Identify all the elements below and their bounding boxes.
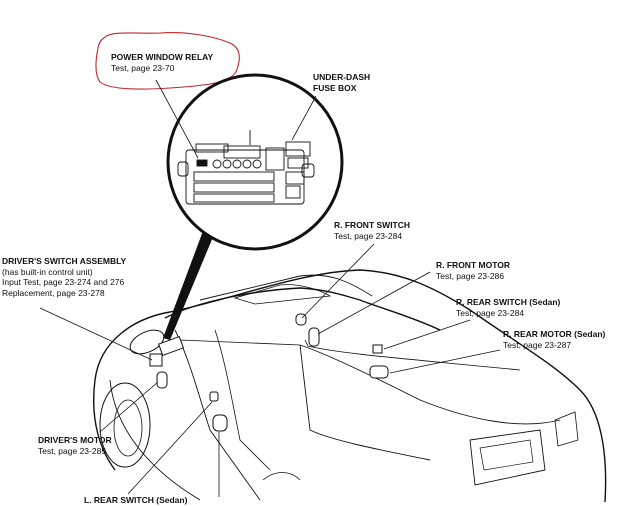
- drivers-motor-test-page: Test, page 23-285: [38, 445, 107, 456]
- r-front-motor-title: R. FRONT MOTOR: [436, 260, 510, 270]
- label-r-rear-switch: R. REAR SWITCH (Sedan) Test, page 23-284: [456, 297, 560, 318]
- label-l-rear-switch: L. REAR SWITCH (Sedan): [84, 495, 187, 506]
- fuse-box-illustration: [177, 130, 315, 205]
- drivers-switch-title: DRIVER'S SWITCH ASSEMBLY: [2, 256, 127, 266]
- label-drivers-switch-assembly: DRIVER'S SWITCH ASSEMBLY (has built-in c…: [2, 256, 126, 298]
- leader-lines: [39, 243, 501, 497]
- fuse-box-magnifier-circle: [166, 73, 344, 251]
- drivers-motor-title: DRIVER'S MOTOR: [38, 435, 112, 445]
- car-illustration: [93, 269, 607, 502]
- r-front-motor-test-page: Test, page 23-286: [436, 270, 505, 281]
- r-rear-switch-title: R. REAR SWITCH: [456, 297, 527, 307]
- fuse-box-title-line2: FUSE BOX: [313, 82, 357, 93]
- drivers-switch-replacement: Replacement, page 23-278: [2, 287, 105, 298]
- relay-highlight-circle: [95, 32, 240, 90]
- drivers-switch-note: (has built-in control unit): [2, 266, 93, 277]
- label-power-window-relay: POWER WINDOW RELAY Test, page 23-70: [111, 52, 213, 73]
- r-rear-switch-test-page: Test, page 23-284: [456, 307, 525, 318]
- magnifier-tail: [163, 231, 213, 340]
- l-rear-switch-suffix: (Sedan): [156, 495, 188, 505]
- label-under-dash-fuse-box: UNDER-DASH FUSE BOX: [313, 72, 370, 93]
- r-rear-motor-suffix: (Sedan): [574, 329, 606, 339]
- components: [149, 313, 389, 432]
- l-rear-switch-title: L. REAR SWITCH: [84, 495, 154, 505]
- drivers-switch-input-test: Input Test, page 23-274 and 276: [2, 277, 125, 287]
- relay-title: POWER WINDOW RELAY: [111, 52, 214, 62]
- r-rear-switch-suffix: (Sedan): [529, 297, 561, 307]
- label-r-front-motor: R. FRONT MOTOR Test, page 23-286: [436, 260, 510, 281]
- relay-test-page: Test, page 23-70: [111, 62, 175, 73]
- label-r-rear-motor: R. REAR MOTOR (Sedan) Test, page 23-287: [503, 329, 605, 350]
- fuse-box-leader-line: [291, 95, 317, 141]
- r-front-switch-test-page: Test, page 23-284: [334, 230, 403, 241]
- fuse-box-title-line1: UNDER-DASH: [313, 72, 371, 82]
- label-r-front-switch: R. FRONT SWITCH Test, page 23-284: [334, 220, 410, 241]
- r-front-switch-title: R. FRONT SWITCH: [334, 220, 411, 230]
- r-rear-motor-test-page: Test, page 23-287: [503, 339, 572, 350]
- label-drivers-motor: DRIVER'S MOTOR Test, page 23-285: [38, 435, 112, 456]
- r-rear-motor-title: R. REAR MOTOR: [503, 329, 572, 339]
- relay-leader-line: [155, 79, 199, 159]
